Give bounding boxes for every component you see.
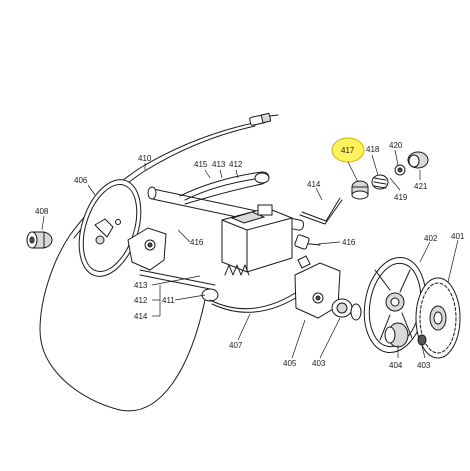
label-411: 411 — [162, 296, 175, 305]
label-415: 415 — [194, 160, 208, 169]
pin-416-body — [294, 234, 310, 250]
label-403-left: 403 — [312, 359, 326, 368]
gear-401 — [415, 277, 461, 359]
gearbox — [221, 204, 293, 273]
pinion-404 — [384, 322, 427, 348]
bushing-408 — [26, 231, 53, 249]
label-419: 419 — [394, 193, 408, 202]
cable-407 — [209, 289, 301, 310]
label-420: 420 — [389, 141, 403, 150]
label-403-right: 403 — [417, 361, 431, 370]
label-421: 421 — [414, 182, 428, 191]
label-416-left: 416 — [190, 238, 204, 247]
cable-end-connector — [249, 112, 279, 126]
label-413: 413 — [212, 160, 226, 169]
washer-420 — [394, 164, 406, 176]
label-414-left: 414 — [134, 312, 148, 321]
label-404: 404 — [389, 361, 403, 370]
label-407: 407 — [229, 341, 243, 350]
cable-410 — [39, 121, 259, 412]
lever-bracket-405 — [294, 255, 341, 319]
leader-lines — [41, 149, 459, 359]
spring-413 — [224, 264, 250, 276]
disc-406 — [78, 179, 142, 277]
rod-411 — [139, 269, 219, 302]
rod-414 — [299, 197, 343, 225]
label-412-left: 412 — [134, 296, 148, 305]
label-412: 412 — [229, 160, 243, 169]
label-410: 410 — [138, 154, 152, 163]
label-408: 408 — [35, 207, 49, 216]
label-402: 402 — [424, 234, 438, 243]
spring-418 — [371, 174, 389, 190]
part-labels: 410 406 415 413 412 417 418 420 419 421 … — [35, 141, 465, 370]
cap-417 — [351, 180, 369, 200]
washer-403 — [331, 298, 362, 321]
knob-421 — [407, 151, 429, 169]
label-406: 406 — [74, 176, 88, 185]
cable-407-inner — [211, 293, 303, 313]
label-405: 405 — [283, 359, 297, 368]
label-401: 401 — [451, 232, 465, 241]
wheel-hub-402 — [363, 256, 427, 354]
label-413-left: 413 — [134, 281, 148, 290]
label-414: 414 — [307, 180, 321, 189]
label-418: 418 — [366, 145, 380, 154]
label-416-right: 416 — [342, 238, 356, 247]
belt-assembly — [179, 171, 270, 205]
label-417: 417 — [341, 146, 355, 155]
